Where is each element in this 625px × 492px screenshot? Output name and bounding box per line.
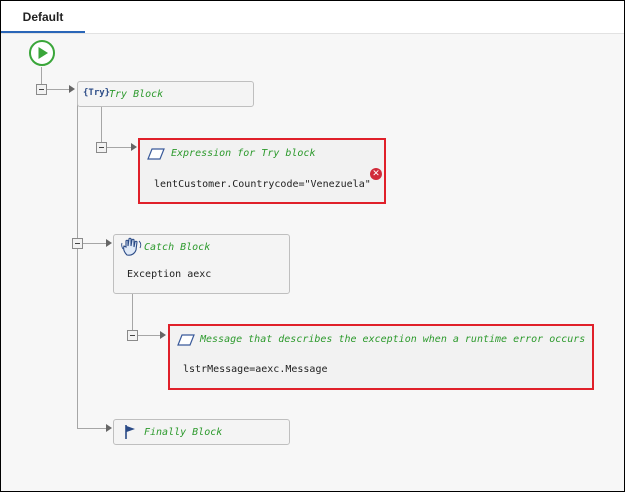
catch-block-title: Catch Block (144, 242, 211, 253)
connector-line (77, 428, 106, 429)
play-icon[interactable] (28, 39, 56, 67)
connector-arrow (106, 424, 112, 432)
tab-default[interactable]: Default (1, 1, 85, 33)
collapse-toggle-try[interactable] (96, 142, 107, 153)
connector-line (41, 67, 42, 85)
try-block-node[interactable]: {Try} Try Block (77, 81, 254, 107)
message-title: Message that describes the exception whe… (200, 334, 586, 345)
connector-arrow (131, 143, 137, 151)
expression-title: Expression for Try block (171, 148, 316, 159)
message-code: lstrMessage=aexc.Message (183, 364, 328, 375)
flow-canvas: {Try} Try Block Expression for Try block… (1, 34, 624, 491)
connector-line (138, 335, 160, 336)
parallelogram-icon (177, 334, 195, 346)
catch-block-node[interactable]: Catch Block Exception aexc (113, 234, 290, 294)
collapse-toggle-root[interactable] (36, 84, 47, 95)
expression-code: lentCustomer.Countrycode="Venezuela" (154, 179, 371, 190)
catch-block-body: Exception aexc (127, 269, 212, 280)
error-x-icon[interactable]: ✕ (370, 168, 382, 180)
try-block-title: Try Block (109, 89, 164, 100)
connector-line (83, 243, 106, 244)
try-braces-icon: {Try} (83, 88, 111, 98)
connector-arrow (69, 85, 75, 93)
collapse-toggle-catch[interactable] (72, 238, 83, 249)
connector-line (107, 147, 131, 148)
finally-block-node[interactable]: Finally Block (113, 419, 290, 445)
connector-line (47, 89, 69, 90)
connector-line (132, 294, 133, 331)
flag-icon (125, 425, 135, 439)
connector-line (101, 106, 102, 143)
message-node[interactable]: Message that describes the exception whe… (168, 324, 594, 390)
expression-node[interactable]: Expression for Try block lentCustomer.Co… (138, 138, 386, 204)
finally-block-title: Finally Block (144, 427, 223, 438)
connector-arrow (160, 331, 166, 339)
collapse-toggle-catch-body[interactable] (127, 330, 138, 341)
hand-icon (121, 237, 142, 256)
parallelogram-icon (147, 148, 165, 160)
tab-bar: Default (1, 1, 624, 34)
connector-arrow (106, 239, 112, 247)
connector-line (77, 89, 78, 428)
